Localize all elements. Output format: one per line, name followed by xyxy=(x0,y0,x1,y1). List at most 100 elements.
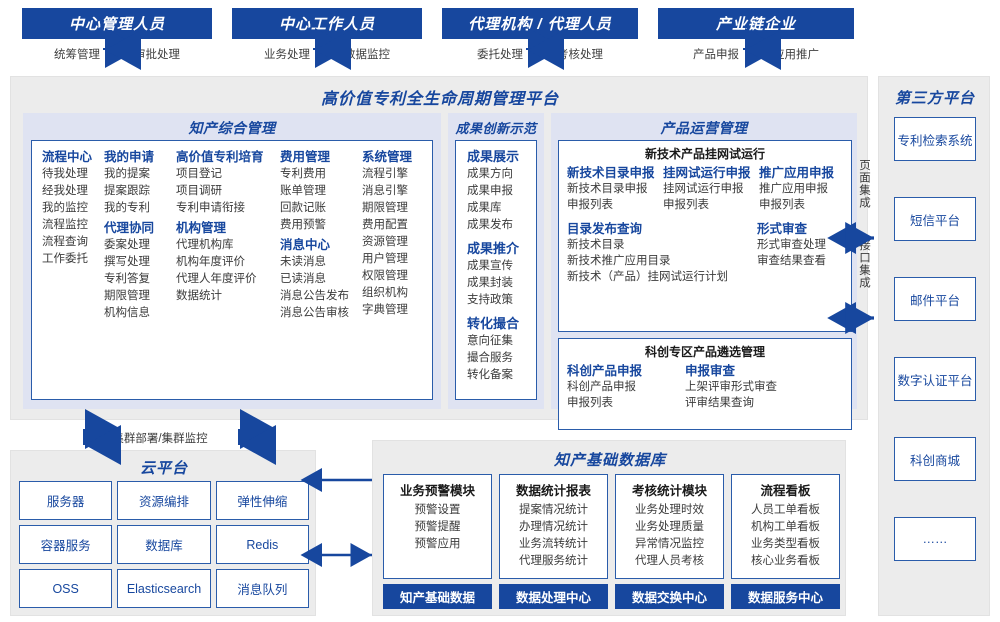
zcghgl-menu-item[interactable]: 消息公告发布 xyxy=(280,290,349,302)
zcghgl-section-head[interactable]: 消息中心 xyxy=(280,238,331,252)
cpyygl-menu-item[interactable]: 挂网试运行申报 xyxy=(663,183,744,195)
cloud-item-6[interactable]: OSS xyxy=(19,569,113,608)
cloud-item-8[interactable]: 消息队列 xyxy=(215,569,309,608)
cpyygl-menu-item[interactable]: 新技术推广应用目录 xyxy=(567,255,671,267)
cpyygl-menu-item[interactable]: 上架评审形式审查 xyxy=(685,381,777,393)
database-item[interactable]: 代理服务统计 xyxy=(519,555,588,567)
database-item[interactable]: 办理情况统计 xyxy=(519,521,588,533)
third-party-item-0[interactable]: 专利检索系统 xyxy=(894,117,976,161)
zcghgl-menu-item[interactable]: 已读消息 xyxy=(280,273,326,285)
zcghgl-section-head[interactable]: 机构管理 xyxy=(176,221,227,235)
zcghgl-menu-item[interactable]: 代理机构库 xyxy=(176,239,234,251)
zcghgl-menu-item[interactable]: 我的专利 xyxy=(104,202,150,214)
third-party-item-1[interactable]: 短信平台 xyxy=(894,197,976,241)
database-item[interactable]: 人员工单看板 xyxy=(751,504,820,516)
zcghgl-menu-item[interactable]: 流程引擎 xyxy=(362,168,408,180)
database-footer-0[interactable]: 知产基础数据 xyxy=(383,584,492,609)
cloud-item-1[interactable]: 资源编排 xyxy=(117,481,211,520)
zcghgl-menu-item[interactable]: 机构信息 xyxy=(104,307,150,319)
database-item[interactable]: 异常情况监控 xyxy=(635,538,704,550)
database-item[interactable]: 代理人员考核 xyxy=(635,555,704,567)
database-item[interactable]: 机构工单看板 xyxy=(751,521,820,533)
zcghgl-menu-item[interactable]: 消息引擎 xyxy=(362,185,408,197)
cpyygl-group-head[interactable]: 推广应用申报 xyxy=(759,166,835,180)
zcghgl-menu-item[interactable]: 未读消息 xyxy=(280,256,326,268)
third-party-item-2[interactable]: 邮件平台 xyxy=(894,277,976,321)
cgcxsf-section-head[interactable]: 成果展示 xyxy=(467,149,520,164)
cpyygl-menu-item[interactable]: 申报列表 xyxy=(759,199,805,211)
role-bar-2[interactable]: 代理机构 / 代理人员 xyxy=(442,8,638,39)
cgcxsf-menu-item[interactable]: 支持政策 xyxy=(467,294,513,306)
database-item[interactable]: 业务处理质量 xyxy=(635,521,704,533)
database-item[interactable]: 业务类型看板 xyxy=(751,538,820,550)
zcghgl-menu-item[interactable]: 数据统计 xyxy=(176,290,222,302)
cgcxsf-menu-item[interactable]: 意向征集 xyxy=(467,335,513,347)
zcghgl-menu-item[interactable]: 资源管理 xyxy=(362,236,408,248)
zcghgl-menu-item[interactable]: 费用配置 xyxy=(362,219,408,231)
zcghgl-menu-item[interactable]: 项目登记 xyxy=(176,168,222,180)
cpyygl-menu-item[interactable]: 科创产品申报 xyxy=(567,381,636,393)
cpyygl-menu-item[interactable]: 推广应用申报 xyxy=(759,183,828,195)
database-footer-2[interactable]: 数据交换中心 xyxy=(615,584,724,609)
cpyygl-menu-item[interactable]: 申报列表 xyxy=(567,397,613,409)
zcghgl-menu-item[interactable]: 经我处理 xyxy=(42,185,88,197)
zcghgl-menu-item[interactable]: 项目调研 xyxy=(176,185,222,197)
zcghgl-section-head[interactable]: 流程中心 xyxy=(42,150,93,164)
zcghgl-menu-item[interactable]: 字典管理 xyxy=(362,304,408,316)
cpyygl-menu-item[interactable]: 审查结果查看 xyxy=(757,255,826,267)
database-item[interactable]: 业务处理时效 xyxy=(635,504,704,516)
cpyygl-menu-item[interactable]: 新技术目录申报 xyxy=(567,183,648,195)
third-party-item-5[interactable]: …… xyxy=(894,517,976,561)
zcghgl-menu-item[interactable]: 待我处理 xyxy=(42,168,88,180)
zcghgl-menu-item[interactable]: 消息公告审核 xyxy=(280,307,349,319)
database-item[interactable]: 预警设置 xyxy=(414,504,461,516)
zcghgl-menu-item[interactable]: 费用预警 xyxy=(280,219,326,231)
zcghgl-menu-item[interactable]: 用户管理 xyxy=(362,253,408,265)
database-footer-1[interactable]: 数据处理中心 xyxy=(499,584,608,609)
database-item[interactable]: 核心业务看板 xyxy=(751,555,820,567)
third-party-item-4[interactable]: 科创商城 xyxy=(894,437,976,481)
zcghgl-section-head[interactable]: 高价值专利培育 xyxy=(176,150,264,164)
cgcxsf-section-head[interactable]: 转化撮合 xyxy=(467,316,520,331)
cgcxsf-menu-item[interactable]: 成果发布 xyxy=(467,219,513,231)
cgcxsf-menu-item[interactable]: 转化备案 xyxy=(467,369,513,381)
zcghgl-section-head[interactable]: 我的申请 xyxy=(104,150,155,164)
zcghgl-menu-item[interactable]: 期限管理 xyxy=(362,202,408,214)
zcghgl-menu-item[interactable]: 流程监控 xyxy=(42,219,88,231)
cgcxsf-menu-item[interactable]: 成果封装 xyxy=(467,277,513,289)
database-item[interactable]: 预警提醒 xyxy=(414,521,461,533)
database-item[interactable]: 业务流转统计 xyxy=(519,538,588,550)
zcghgl-menu-item[interactable]: 我的提案 xyxy=(104,168,150,180)
cpyygl-group-head[interactable]: 新技术目录申报 xyxy=(567,166,655,180)
zcghgl-menu-item[interactable]: 期限管理 xyxy=(104,290,150,302)
database-item[interactable]: 预警应用 xyxy=(414,538,461,550)
zcghgl-menu-item[interactable]: 流程查询 xyxy=(42,236,88,248)
database-footer-3[interactable]: 数据服务中心 xyxy=(731,584,840,609)
cloud-item-3[interactable]: 容器服务 xyxy=(19,525,113,564)
cgcxsf-menu-item[interactable]: 成果宣传 xyxy=(467,260,513,272)
third-party-item-3[interactable]: 数字认证平台 xyxy=(894,357,976,401)
cgcxsf-section-head[interactable]: 成果推介 xyxy=(467,241,520,256)
cpyygl-menu-item[interactable]: 形式审查处理 xyxy=(757,239,826,251)
cpyygl-menu-item[interactable]: 申报列表 xyxy=(567,199,613,211)
zcghgl-section-head[interactable]: 费用管理 xyxy=(280,150,331,164)
cgcxsf-menu-item[interactable]: 成果库 xyxy=(467,202,502,214)
cgcxsf-menu-item[interactable]: 撮合服务 xyxy=(467,352,513,364)
zcghgl-menu-item[interactable]: 委案处理 xyxy=(104,239,150,251)
role-bar-1[interactable]: 中心工作人员 xyxy=(232,8,422,39)
cloud-item-4[interactable]: 数据库 xyxy=(117,525,211,564)
role-bar-0[interactable]: 中心管理人员 xyxy=(22,8,212,39)
zcghgl-menu-item[interactable]: 权限管理 xyxy=(362,270,408,282)
zcghgl-menu-item[interactable]: 账单管理 xyxy=(280,185,326,197)
cpyygl-group-head[interactable]: 科创产品申报 xyxy=(567,364,643,378)
cloud-item-5[interactable]: Redis xyxy=(215,525,309,564)
cpyygl-menu-item[interactable]: 评审结果查询 xyxy=(685,397,754,409)
cgcxsf-menu-item[interactable]: 成果申报 xyxy=(467,185,513,197)
zcghgl-menu-item[interactable]: 组织机构 xyxy=(362,287,408,299)
zcghgl-menu-item[interactable]: 专利费用 xyxy=(280,168,326,180)
zcghgl-menu-item[interactable]: 提案跟踪 xyxy=(104,185,150,197)
zcghgl-menu-item[interactable]: 工作委托 xyxy=(42,253,88,265)
cpyygl-menu-item[interactable]: 新技术目录 xyxy=(567,239,625,251)
cpyygl-menu-item[interactable]: 新技术（产品）挂网试运行计划 xyxy=(567,271,728,283)
zcghgl-menu-item[interactable]: 回款记账 xyxy=(280,202,326,214)
